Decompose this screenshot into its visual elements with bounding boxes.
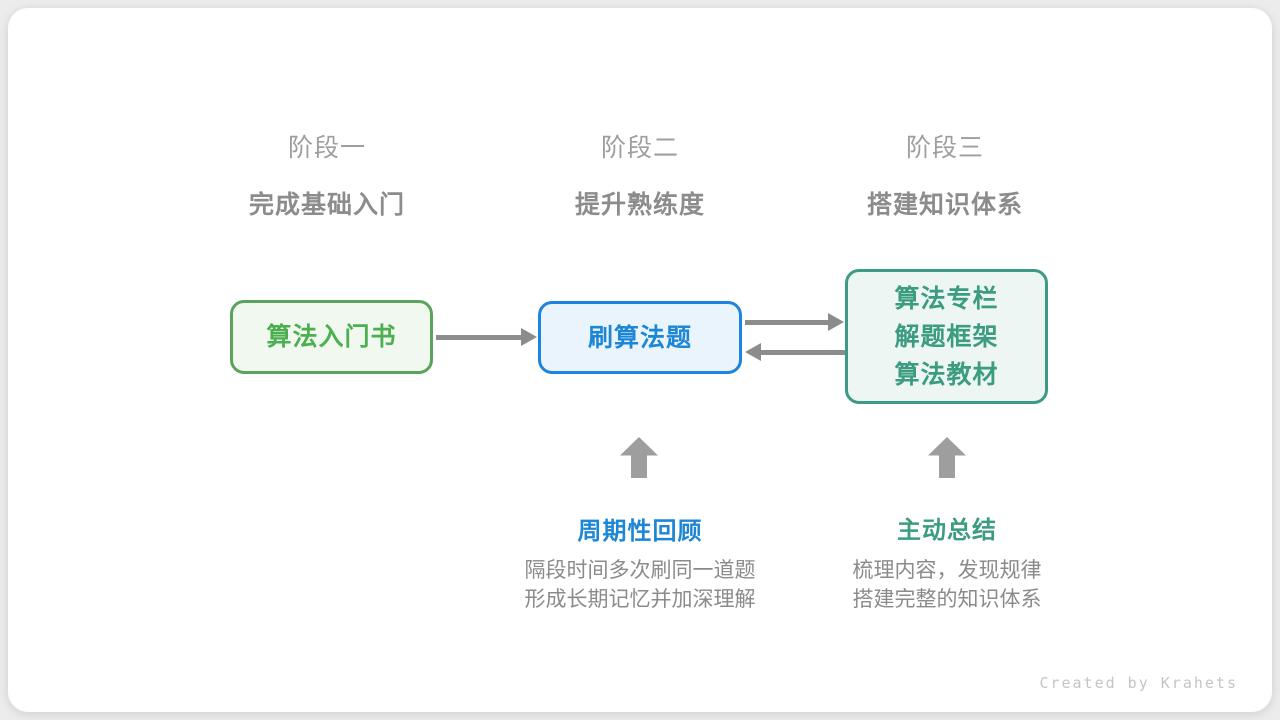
stage-1-title: 阶段一 <box>287 134 366 162</box>
stage-1-header: 阶段一 完成基础入门 <box>177 128 477 221</box>
arrow-3-line <box>760 350 845 355</box>
node-knowledge-materials-line-1: 算法专栏 <box>894 284 999 313</box>
stage-1-subtitle: 完成基础入门 <box>248 191 405 219</box>
annotation-active-summary-desc: 梳理内容，发现规律 搭建完整的知识体系 <box>767 556 1127 614</box>
node-knowledge-materials-line-3: 算法教材 <box>894 360 999 389</box>
stage-3-header: 阶段三 搭建知识体系 <box>795 128 1095 221</box>
stage-3-title: 阶段三 <box>905 134 984 162</box>
stage-2-subtitle: 提升熟练度 <box>574 191 705 219</box>
arrow-right-icon <box>828 313 844 331</box>
credit-text: Created by Krahets <box>1039 674 1238 692</box>
node-practice-problems-label: 刷算法题 <box>587 323 692 352</box>
annotation-active-summary-label: 主动总结 <box>897 517 997 544</box>
arrow-1-line <box>436 335 523 340</box>
desc-line: 形成长期记忆并加深理解 <box>524 588 756 611</box>
arrow-2-line <box>745 320 830 325</box>
stage-2-header: 阶段二 提升熟练度 <box>490 128 790 221</box>
arrow-right-icon <box>521 328 537 346</box>
desc-line: 搭建完整的知识体系 <box>852 588 1042 611</box>
annotation-periodic-review-label: 周期性回顾 <box>577 518 703 545</box>
stage-3-subtitle: 搭建知识体系 <box>866 191 1023 219</box>
annotation-periodic-review-desc: 隔段时间多次刷同一道题 形成长期记忆并加深理解 <box>460 556 820 614</box>
desc-line: 梳理内容，发现规律 <box>852 559 1042 582</box>
desc-line: 隔段时间多次刷同一道题 <box>524 559 756 582</box>
node-intro-book: 算法入门书 <box>230 300 433 374</box>
node-practice-problems: 刷算法题 <box>538 301 742 374</box>
stage-2-title: 阶段二 <box>600 134 679 162</box>
node-knowledge-materials: 算法专栏 解题框架 算法教材 <box>845 269 1048 404</box>
node-intro-book-label: 算法入门书 <box>266 323 397 351</box>
arrow-left-icon <box>745 343 761 361</box>
node-knowledge-materials-line-2: 解题框架 <box>894 322 999 351</box>
